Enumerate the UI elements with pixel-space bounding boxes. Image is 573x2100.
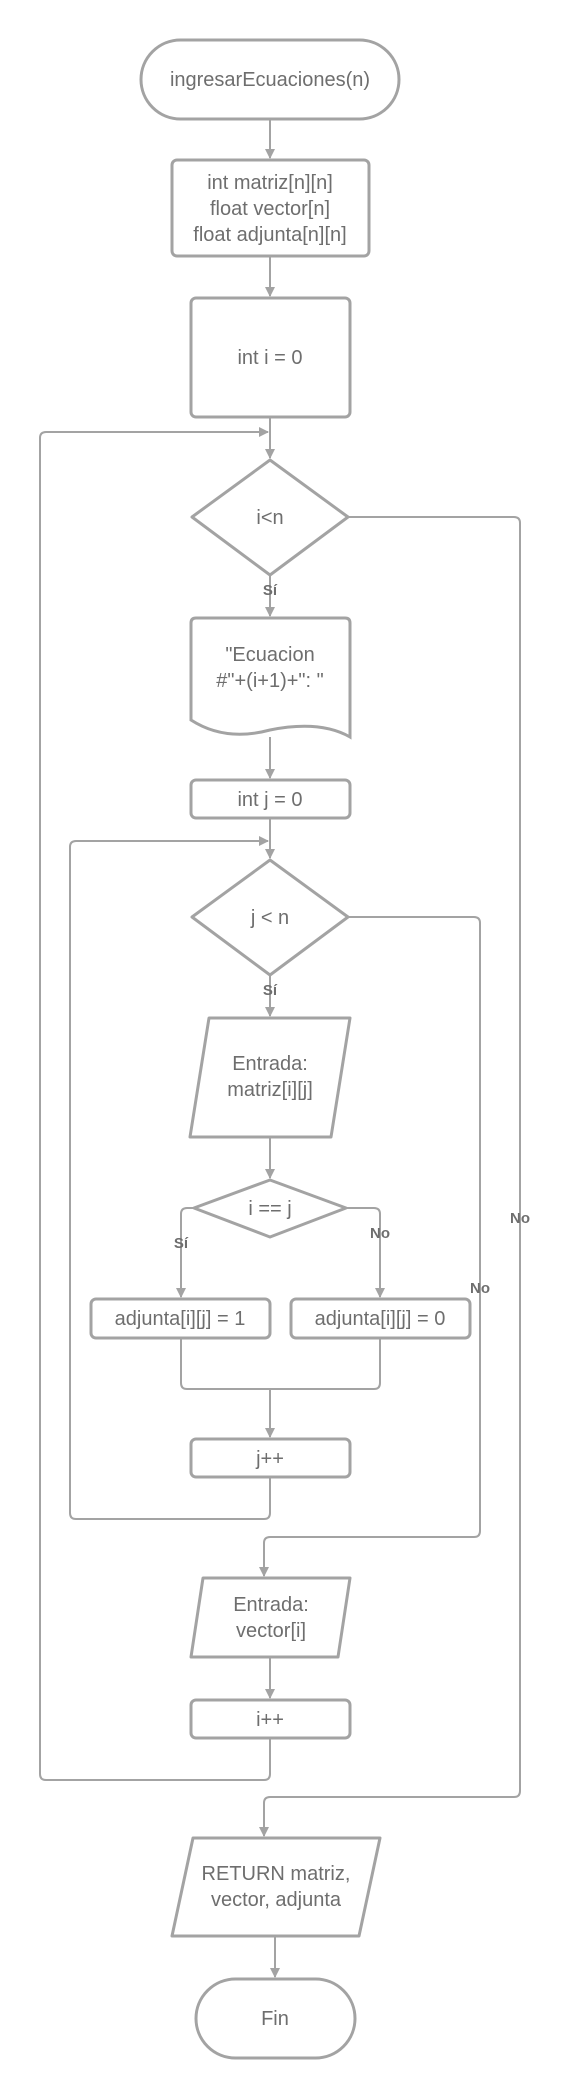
edge-merge [180,1338,381,1390]
decision-i-equals-j: i == j [192,1178,348,1239]
node-input-matriz-line2: matriz[i][j] [227,1079,313,1101]
edge-label-yes-j: Sí [263,982,278,999]
node-print-ecuacion: "Ecuacion #"+(i+1)+": " [189,616,352,740]
node-set-adjunta-one-label: adjunta[i][j] = 1 [115,1308,246,1330]
edge-loop-back-j [69,836,271,1520]
edge-loop-back-i [39,427,271,1781]
node-input-matriz-line1: Entrada: [232,1053,308,1075]
node-print-ecuacion-line2: #"+(i+1)+": " [216,670,323,692]
edge-cond-ij-no [344,1207,385,1298]
node-init-i: int i = 0 [189,296,352,419]
node-increment-j-label: j++ [255,1448,284,1470]
edge-label-no-i: No [510,1210,530,1227]
edge-label-yes-i: Sí [263,582,278,599]
decision-i-equals-j-label: i == j [248,1198,291,1220]
decision-i-less-n-label: i<n [256,507,283,529]
node-set-adjunta-zero: adjunta[i][j] = 0 [289,1297,472,1340]
node-set-adjunta-zero-label: adjunta[i][j] = 0 [315,1308,446,1330]
node-init-i-label: int i = 0 [237,347,302,369]
edge-cond-ij-yes [176,1207,196,1298]
edge-cond-i-no [259,516,521,1837]
node-print-ecuacion-line1: "Ecuacion [225,644,314,666]
node-declarations-line2: float vector[n] [210,198,330,220]
decision-i-less-n: i<n [190,458,350,577]
node-increment-i: i++ [189,1698,352,1740]
connectors [39,119,521,1978]
node-start-label: ingresarEcuaciones(n) [170,69,370,91]
node-input-vector: Entrada: vector[i] [189,1576,352,1659]
edge-cond-j-no [259,916,481,1577]
node-return-line2: vector, adjunta [211,1889,342,1911]
node-declarations: int matriz[n][n] float vector[n] float a… [170,158,371,258]
node-end: Fin [194,1977,357,2060]
node-return: RETURN matriz, vector, adjunta [170,1836,382,1938]
node-declarations-line3: float adjunta[n][n] [193,224,346,246]
edge-label-no-ij: No [370,1225,390,1242]
node-increment-i-label: i++ [256,1709,284,1731]
node-declarations-line1: int matriz[n][n] [207,172,333,194]
node-init-j: int j = 0 [189,778,352,820]
decision-j-less-n-label: j < n [250,907,289,929]
decision-j-less-n: j < n [190,858,350,977]
node-start: ingresarEcuaciones(n) [139,38,401,121]
edge-labels: Sí No Sí No Sí No [174,582,530,1297]
edge-label-no-j: No [470,1280,490,1297]
node-return-line1: RETURN matriz, [202,1863,351,1885]
node-set-adjunta-one: adjunta[i][j] = 1 [89,1297,272,1340]
node-init-j-label: int j = 0 [237,789,302,811]
node-input-matriz: Entrada: matriz[i][j] [188,1016,352,1139]
node-input-vector-line2: vector[i] [236,1620,306,1642]
node-increment-j: j++ [189,1437,352,1479]
node-input-vector-line1: Entrada: [233,1594,309,1616]
edge-label-yes-ij: Sí [174,1235,189,1252]
node-end-label: Fin [261,2008,289,2030]
